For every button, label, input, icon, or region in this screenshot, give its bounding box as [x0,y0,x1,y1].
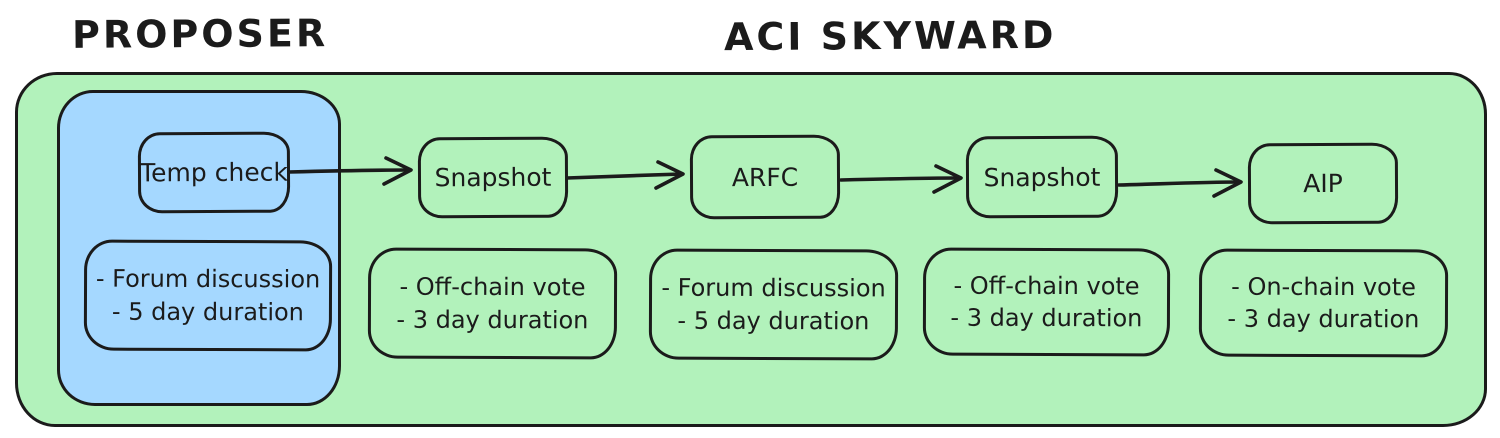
detail-line: - Forum discussion [95,264,321,294]
main-title: ACI SKYWARD [723,12,1057,60]
detail-line: - Forum discussion [661,273,886,303]
stage-arfc: ARFC [689,134,841,220]
arrow-right-icon [287,153,417,187]
details-temp-check: - Forum discussion - 5 day duration [83,239,333,352]
proposer-title: PROPOSER [71,11,329,57]
detail-line: - 3 day duration [950,303,1143,333]
stage-snapshot-1-label: Snapshot [434,162,552,193]
arrow-right-icon [565,158,689,192]
details-arfc: - Forum discussion - 5 day duration [648,248,899,361]
detail-line: - 5 day duration [677,306,870,335]
details-snapshot-2: - Off-chain vote - 3 day duration [922,247,1171,357]
detail-line: - On-chain vote [1231,272,1416,301]
detail-line: - 5 day duration [111,297,304,326]
arrow-right-icon [839,161,967,195]
details-snapshot-1: - Off-chain vote - 3 day duration [367,247,618,360]
details-aip: - On-chain vote - 3 day duration [1198,248,1449,358]
detail-line: - Off-chain vote [953,271,1140,300]
stage-snapshot-1: Snapshot [417,136,569,219]
stage-aip-label: AIP [1303,168,1343,199]
stage-snapshot-2: Snapshot [965,135,1119,219]
stage-temp-check-label: Temp check [140,157,288,188]
detail-line: - 3 day duration [396,305,589,334]
arrow-right-icon [1117,165,1247,199]
stage-snapshot-2-label: Snapshot [983,162,1101,192]
proposer-container [57,90,341,406]
stage-temp-check: Temp check [137,131,291,214]
detail-line: - 3 day duration [1227,304,1420,334]
stage-arfc-label: ARFC [731,162,799,192]
stage-aip: AIP [1247,142,1399,225]
detail-line: - Off-chain vote [399,272,586,302]
